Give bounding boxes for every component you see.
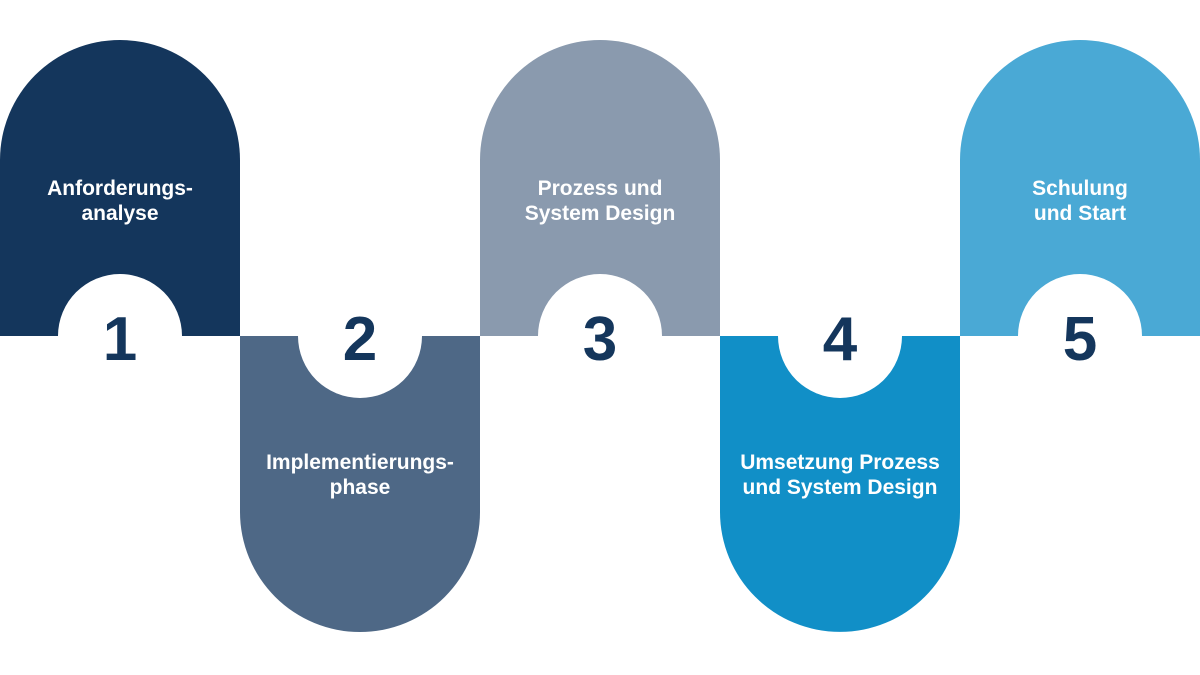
step-3-label-line1: Prozess und (537, 177, 663, 200)
step-4-label-line1: Umsetzung Prozess (740, 451, 940, 474)
step-1-label: Anforderungs-analyse (0, 176, 240, 226)
step-4-number: 4 (822, 305, 858, 374)
step-3-shape (480, 40, 720, 336)
step-5-label-line1: Schulung (1032, 177, 1128, 200)
step-1-label-line1: Anforderungs- (47, 177, 193, 200)
step-2-shape (240, 336, 480, 632)
step-1-notch (58, 274, 182, 398)
step-2-notch (298, 274, 422, 398)
step-1-shape (0, 40, 240, 336)
step-5-shape (960, 40, 1200, 336)
step-4-label-line2: und System Design (742, 476, 938, 499)
step-3-notch (538, 274, 662, 398)
step-5-number: 5 (1062, 305, 1098, 374)
step-4-shape (720, 336, 960, 632)
step-1-number: 1 (102, 305, 138, 374)
step-2-label: Implementierungs-phase (240, 450, 480, 500)
step-5-notch (1018, 274, 1142, 398)
step-4-notch (778, 274, 902, 398)
step-2-label-line1: Implementierungs- (266, 451, 454, 474)
step-5-label-line2: und Start (1033, 202, 1127, 225)
step-2-number: 2 (342, 305, 378, 374)
step-3-number: 3 (582, 305, 618, 374)
step-2-label-line2: phase (329, 476, 391, 499)
step-3-label-line2: System Design (524, 202, 676, 225)
step-1-label-line2: analyse (81, 202, 159, 225)
